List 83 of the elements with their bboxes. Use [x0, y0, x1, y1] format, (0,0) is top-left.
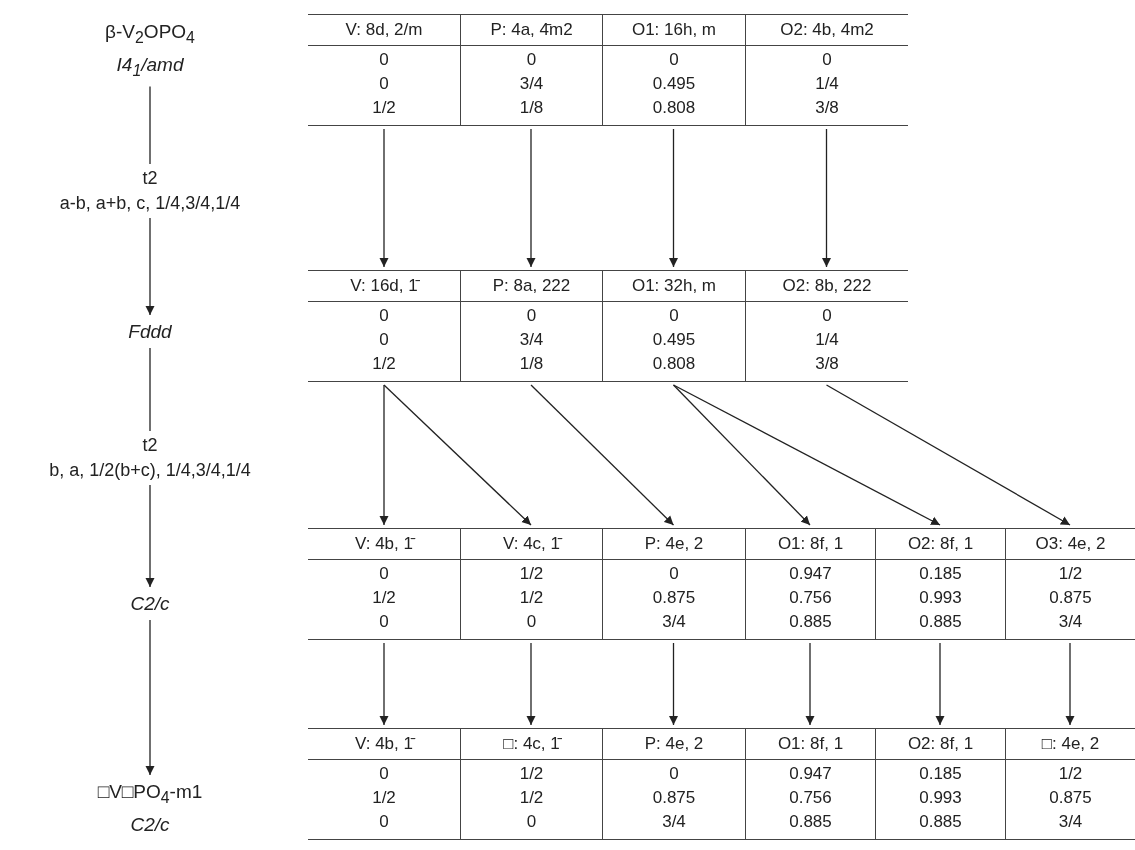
column-header: O3: 4e, 2: [1006, 529, 1135, 560]
coordinate-values: 0 1/2 0: [372, 563, 396, 633]
coordinate-values: 0.947 0.756 0.885: [789, 563, 832, 633]
arrow: [383, 384, 532, 526]
coordinate-values: 0 0 1/2: [372, 305, 396, 375]
space-group-symbol: Fddd: [128, 320, 172, 344]
table-column: [1005, 728, 1135, 840]
arrow: [379, 642, 389, 726]
column-header: O1: 16h, m: [603, 15, 745, 46]
coordinate-values: 0 0.875 3/4: [652, 563, 696, 633]
coordinate-values: 0.947 0.756 0.885: [789, 763, 832, 833]
column-header: P: 8a, 222: [461, 271, 602, 302]
column-header: O1: 8f, 1: [746, 529, 875, 560]
arrow: [669, 642, 678, 726]
column-header: O1: 32h, m: [603, 271, 745, 302]
table-column: [602, 728, 745, 840]
table-column: [460, 14, 602, 126]
arrow: [672, 384, 941, 526]
coordinate-values: 1/2 0.875 3/4: [1049, 763, 1092, 833]
table-column: [308, 528, 460, 640]
table-column: [875, 728, 1005, 840]
coordinate-values: 0 1/4 3/8: [815, 305, 839, 375]
coordinate-values: 0 1/4 3/8: [815, 49, 839, 119]
table-column: [602, 528, 745, 640]
coordinate-values: 0 3/4 1/8: [519, 49, 544, 119]
table-column: [308, 728, 460, 840]
table-column: [308, 14, 460, 126]
table-column: [308, 270, 460, 382]
coordinate-values: 0 0 1/2: [372, 49, 396, 119]
column-header: O2: 8f, 1: [876, 529, 1005, 560]
column-header: □: 4c, 1̄: [461, 729, 602, 760]
space-group-symbol: C2/c: [130, 592, 170, 616]
arrow: [825, 384, 1071, 526]
coordinate-values: 0 3/4 1/8: [519, 305, 544, 375]
table-column: [745, 270, 908, 382]
column-header: V: 4b, 1̄: [308, 729, 460, 760]
arrow: [669, 128, 678, 268]
column-header: V: 8d, 2/m: [308, 15, 460, 46]
table-column: [460, 728, 602, 840]
compound-formula: β-V$_{2}$OPO$_{4}$: [105, 20, 195, 48]
coordinate-values: 0 1/2 0: [372, 763, 396, 833]
table-column: [460, 528, 602, 640]
column-header: O2: 8f, 1: [876, 729, 1005, 760]
arrow: [526, 642, 536, 726]
space-group-symbol: C2/c: [129, 812, 171, 837]
coordinate-values: 1/2 1/2 0: [519, 763, 544, 833]
coordinate-values: 0.185 0.993 0.885: [919, 563, 962, 633]
arrow: [145, 619, 155, 776]
arrow: [530, 384, 675, 526]
table-column: [745, 728, 875, 840]
coordinate-values: 1/2 1/2 0: [519, 563, 544, 633]
table-column: [602, 270, 745, 382]
arrow: [379, 128, 389, 268]
column-header: V: 4b, 1̄: [308, 529, 460, 560]
coordinate-values: 0 0.875 3/4: [652, 763, 696, 833]
table-column: [745, 528, 875, 640]
arrow: [379, 384, 389, 526]
arrow: [526, 128, 536, 268]
table-column: [745, 14, 908, 126]
table-column: [1005, 528, 1135, 640]
column-header: P: 4e, 2: [603, 729, 745, 760]
column-header: O2: 8b, 222: [746, 271, 908, 302]
column-header: P: 4a, 4̄m2: [461, 15, 602, 46]
coordinate-values: 0 0.495 0.808: [652, 49, 696, 119]
arrow: [935, 642, 945, 726]
column-header: V: 16d, 1̄: [308, 271, 460, 302]
column-header: V: 4c, 1̄: [461, 529, 602, 560]
table-column: [460, 270, 602, 382]
column-header: O1: 8f, 1: [746, 729, 875, 760]
compound-formula: □V□PO$_{4}$-m1: [97, 780, 203, 808]
coordinate-values: 0 0.495 0.808: [652, 305, 696, 375]
column-header: P: 4e, 2: [603, 529, 745, 560]
coordinate-values: 1/2 0.875 3/4: [1049, 563, 1092, 633]
column-header: □: 4e, 2: [1006, 729, 1135, 760]
arrow: [672, 384, 811, 526]
column-header: O2: 4b, 4m2: [746, 15, 908, 46]
arrow: [822, 128, 831, 268]
coordinate-values: 0.185 0.993 0.885: [919, 763, 962, 833]
space-group-symbol: I4$_{1}$/amd: [115, 52, 185, 81]
arrow: [805, 642, 815, 726]
arrow: [1065, 642, 1075, 726]
table-column: [875, 528, 1005, 640]
table-column: [602, 14, 745, 126]
